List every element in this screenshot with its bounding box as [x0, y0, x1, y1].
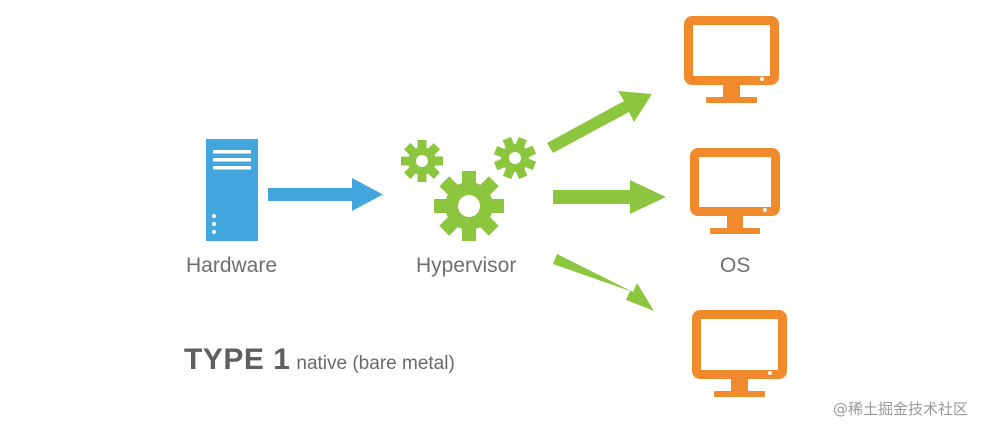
monitor-middle	[690, 148, 780, 234]
hardware-to-hypervisor-arrow	[268, 178, 383, 211]
monitor-icon	[684, 16, 787, 397]
type-heading: TYPE 1	[184, 343, 291, 376]
server-icon	[206, 139, 258, 241]
arrow-up	[547, 91, 652, 153]
type-subtitle: native (bare metal)	[296, 353, 455, 374]
arrow-down	[553, 254, 654, 311]
hypervisor-label: Hypervisor	[416, 254, 517, 277]
os-label: OS	[720, 254, 751, 277]
watermark: @稀土掘金技术社区	[832, 400, 968, 418]
hardware-label: Hardware	[186, 254, 278, 277]
monitor-bottom	[692, 310, 787, 397]
gears-icon	[401, 136, 537, 241]
hypervisor-to-os-arrows	[547, 91, 666, 311]
arrow-middle	[553, 180, 666, 214]
monitor-top	[684, 16, 779, 103]
small-gear-left	[401, 140, 443, 182]
large-gear	[434, 171, 504, 241]
small-gear-right	[493, 136, 537, 180]
